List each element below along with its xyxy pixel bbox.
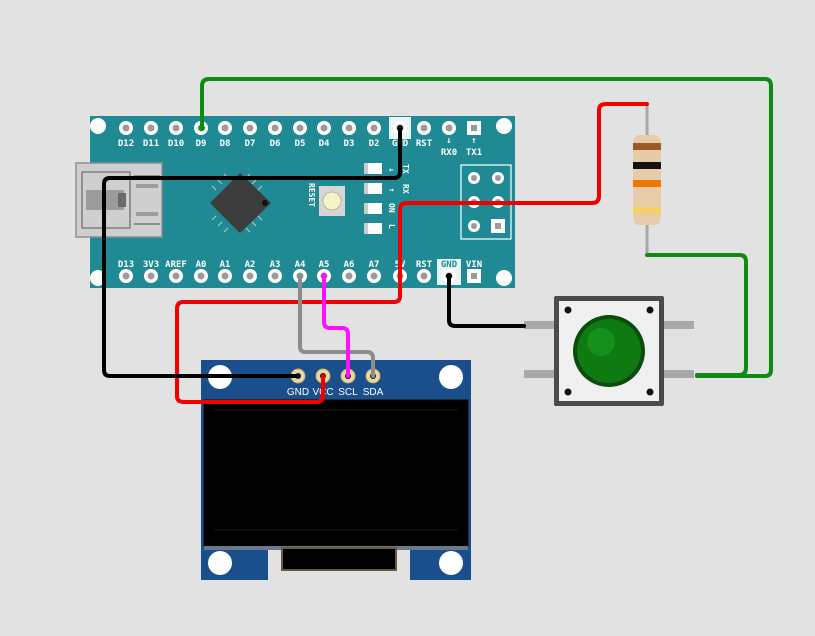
oled-display-module: GND VCC SCL SDA [201,360,471,580]
label-d12: D12 [118,139,134,149]
usb-connector [75,162,163,238]
label-d3: D3 [344,139,355,149]
pin-d3[interactable] [342,121,356,135]
top-pin-header [119,121,481,135]
pin-d6[interactable] [268,121,282,135]
resistor-band-3 [633,180,661,187]
led-label-on: ON [387,203,396,213]
pin-a7[interactable] [367,269,381,283]
label-d11: D11 [143,139,159,149]
label-a1: A1 [220,260,231,270]
pin-d13[interactable] [119,269,133,283]
wire-endpoints [199,125,452,279]
rx-arrow: ↓ [446,136,451,146]
label-d2: D2 [369,139,380,149]
pin-vin[interactable] [467,269,481,283]
resistor-band-1 [633,143,661,150]
pin-rx0[interactable] [442,121,456,135]
pin-3v3[interactable] [144,269,158,283]
oled-label-gnd: GND [287,387,309,398]
pin-d10[interactable] [169,121,183,135]
pin-a3[interactable] [268,269,282,283]
label-d13: D13 [118,260,134,270]
resistor-band-2 [633,162,661,169]
label-a0: A0 [196,260,207,270]
reset-button[interactable] [319,186,345,216]
oled-label-sda: SDA [363,387,384,398]
wire-magenta-a5-to-scl[interactable] [322,274,350,378]
pin-d4[interactable] [317,121,331,135]
label-aref: AREF [165,260,187,270]
top-pin-labels: D12 D11 D10 D9 D8 D7 D6 D5 D4 D3 D2 GND … [118,136,482,158]
pin-rst-top[interactable] [417,121,431,135]
pin-rst-bottom[interactable] [417,269,431,283]
oled-hole-bl [208,551,232,575]
label-gnd-bottom: GND [441,260,458,270]
label-d4: D4 [319,139,330,149]
label-a6: A6 [344,260,355,270]
mounting-hole-br [496,270,512,286]
label-d7: D7 [245,139,256,149]
bottom-pin-labels: D13 3V3 AREF A0 A1 A2 A3 A4 A5 A6 A7 5V … [118,260,482,270]
wire-green-d9-to-button[interactable] [200,77,773,378]
led-label-rx: RX [401,184,410,194]
pin-a1[interactable] [218,269,232,283]
label-d6: D6 [270,139,281,149]
oled-hole-br [439,551,463,575]
label-rst-top: RST [416,139,433,149]
label-a7: A7 [369,260,380,270]
label-tx1: TX1 [466,148,482,158]
label-a4: A4 [295,260,306,270]
label-a3: A3 [270,260,281,270]
pin-d2[interactable] [367,121,381,135]
resistor-band-4 [633,207,661,214]
label-3v3: 3V3 [143,260,159,270]
tx-arrow: ↑ [471,136,476,146]
oled-label-scl: SCL [338,387,358,398]
oled-screen [203,399,469,547]
label-d8: D8 [220,139,231,149]
wire-red-5v-to-resistor[interactable] [398,102,649,278]
wire-green-resistor-to-button[interactable] [645,253,748,377]
oled-ribbon [281,547,397,571]
label-rst-bottom: RST [416,260,433,270]
resistor[interactable] [633,104,661,255]
label-rx0: RX0 [441,148,457,158]
pin-d5[interactable] [293,121,307,135]
led-label-tx: TX [401,164,410,174]
pin-a6[interactable] [342,269,356,283]
led-arrow-tx: ← [389,165,394,174]
status-leds [364,163,382,234]
label-d5: D5 [295,139,306,149]
wire-black-gnd-to-oled[interactable] [102,126,402,378]
label-d10: D10 [168,139,184,149]
pin-d11[interactable] [144,121,158,135]
wire-red-5v-to-vcc[interactable] [175,274,402,404]
led-label-l: L [387,224,396,229]
label-vin: VIN [466,260,482,270]
pin-d7[interactable] [243,121,257,135]
label-d9: D9 [196,139,207,149]
pin-a2[interactable] [243,269,257,283]
pin-aref[interactable] [169,269,183,283]
wires [102,77,773,404]
mcu-chip [210,173,271,233]
pin-d12[interactable] [119,121,133,135]
pin-a0[interactable] [194,269,208,283]
mounting-hole-tr [496,118,512,134]
mounting-hole-tl [90,118,106,134]
led-arrow-rx: → [389,185,394,194]
push-button[interactable] [524,296,694,406]
label-a2: A2 [245,260,256,270]
reset-label: RESET [307,183,316,207]
label-a5: A5 [319,260,330,270]
wire-gray-a4-to-sda[interactable] [298,274,375,378]
oled-hole-tr [439,365,463,389]
pin-d8[interactable] [218,121,232,135]
wire-black-gnd-to-button[interactable] [447,274,526,328]
pin-tx1[interactable] [467,121,481,135]
